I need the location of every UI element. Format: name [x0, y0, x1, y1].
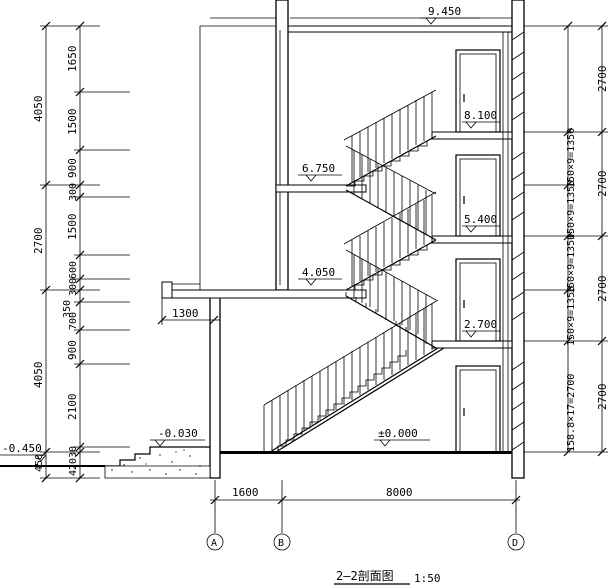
elevation-ground-label: ±0.000: [378, 427, 418, 440]
left-outer-dim-1: 4050: [32, 96, 45, 123]
elevation-roof: 9.450: [420, 5, 480, 25]
bottom-dimensions: 1600 8000: [210, 480, 521, 533]
floor-slab-3: [431, 235, 513, 244]
stair-flight-3: [343, 191, 437, 291]
stair-flight-5: [343, 89, 437, 187]
left-inner-dim-2100: 2100: [66, 394, 79, 421]
right-outer-dim-2: 2700: [596, 171, 609, 198]
elevation-entry: -0.030: [150, 427, 205, 447]
elevation-floor4-label: 8.100: [464, 109, 497, 122]
roof-slab: [275, 25, 523, 33]
drawing-title-block: 2—2剖面图 1:50: [334, 569, 441, 585]
stair-flight-4: [345, 145, 437, 241]
axis-label-b: B: [278, 538, 284, 549]
right-inner-dim-3: 150×9=1350: [566, 234, 577, 294]
right-inner-dim-5: 158.8×17=2700: [566, 374, 577, 452]
wall-axis-b: [275, 0, 289, 291]
axis-marker-a: A: [206, 533, 224, 551]
right-inner-dim-1: 150×9=1350: [566, 128, 577, 188]
elevation-landing2: 4.050: [298, 266, 342, 286]
left-inner-dim-700: 700: [68, 312, 79, 330]
left-outer-dim-3: 4050: [32, 362, 45, 389]
right-outer-dim-4: 2700: [596, 384, 609, 411]
left-inner-dim-1650: 1650: [66, 46, 79, 73]
door-floor-3: [455, 154, 501, 237]
left-inner-dim-300a: 300: [68, 183, 79, 201]
elevation-floor4: 8.100: [462, 109, 500, 129]
door-floor-1: [455, 365, 501, 453]
building-structure: [0, 0, 525, 479]
floor-slab-2: [431, 340, 513, 349]
right-inner-dim-2: 150×9=1350: [566, 180, 577, 240]
elevation-landing3-label: 6.750: [302, 162, 335, 175]
stair-flight-1: [263, 299, 445, 453]
elevation-floor2-label: 2.700: [464, 318, 497, 331]
axis-markers: A B D: [206, 533, 525, 551]
drawing-scale: 1:50: [414, 572, 441, 585]
drawing-title: 2—2剖面图: [336, 569, 394, 583]
right-outer-dim-3: 2700: [596, 276, 609, 303]
floor-slab-4: [431, 131, 513, 140]
stair-flight-2: [345, 249, 437, 349]
stair-flights: [263, 89, 445, 453]
elevation-roof-label: 9.450: [428, 5, 461, 18]
elevation-floor3-label: 5.400: [464, 213, 497, 226]
left-inner-dim-900b: 900: [66, 340, 79, 360]
axis-marker-b: B: [273, 533, 291, 551]
elevation-outdoor-label: -0.450: [2, 442, 42, 455]
right-outer-dim-1: 2700: [596, 66, 609, 93]
left-inner-dim-600: 600: [68, 261, 79, 279]
right-dimensions: 2700 2700 2700 2700 150×9=1350 150×9=135…: [524, 21, 609, 457]
left-inner-dim-900a: 900: [66, 158, 79, 178]
right-inner-dim-4: 150×9=1350: [566, 286, 577, 346]
doors: [455, 32, 509, 453]
wall-hatch: [511, 31, 525, 451]
axis-label-a: A: [211, 538, 217, 549]
elevation-landing3: 6.750: [298, 162, 342, 182]
left-inner-dim-30: 30: [68, 446, 79, 458]
left-outer-dim-4: 450: [34, 454, 45, 472]
left-inner-dim-1500b: 1500: [66, 214, 79, 241]
elevation-entry-label: -0.030: [158, 427, 198, 440]
left-outer-dim-2: 2700: [32, 228, 45, 255]
landing-slab-3: [275, 184, 367, 193]
canopy-dimension-label: 1300: [172, 307, 199, 320]
elevation-ground: ±0.000: [374, 427, 430, 447]
outdoor-steps: [104, 446, 211, 479]
axis-label-d: D: [512, 538, 518, 549]
left-dimensions: 4050 2700 4050 450 1650 1500 900 300 150…: [32, 21, 130, 483]
left-inner-dim-1500a: 1500: [66, 109, 79, 136]
door-floor-2: [455, 258, 501, 342]
bottom-dim-8000: 8000: [386, 486, 413, 499]
axis-marker-d: D: [507, 533, 525, 551]
left-inner-dim-350: 350: [62, 300, 73, 318]
door-floor-4: [455, 49, 501, 133]
elevation-outdoor: -0.450: [0, 442, 47, 462]
entrance-canopy: [161, 281, 173, 299]
ground-fill: [220, 452, 512, 454]
elevation-marks: 9.450 8.100 6.750 5.400 4.050 2.700: [0, 5, 500, 462]
canopy-dimension: 1300: [157, 298, 220, 325]
elevation-floor3: 5.400: [462, 213, 500, 233]
bottom-dim-1600: 1600: [232, 486, 259, 499]
elevation-floor2: 2.700: [462, 318, 500, 338]
left-inner-dim-420: 420: [68, 458, 79, 476]
elevation-landing2-label: 4.050: [302, 266, 335, 279]
landing-slab-2: [161, 289, 367, 299]
left-inner-dim-300b: 300: [68, 278, 79, 296]
